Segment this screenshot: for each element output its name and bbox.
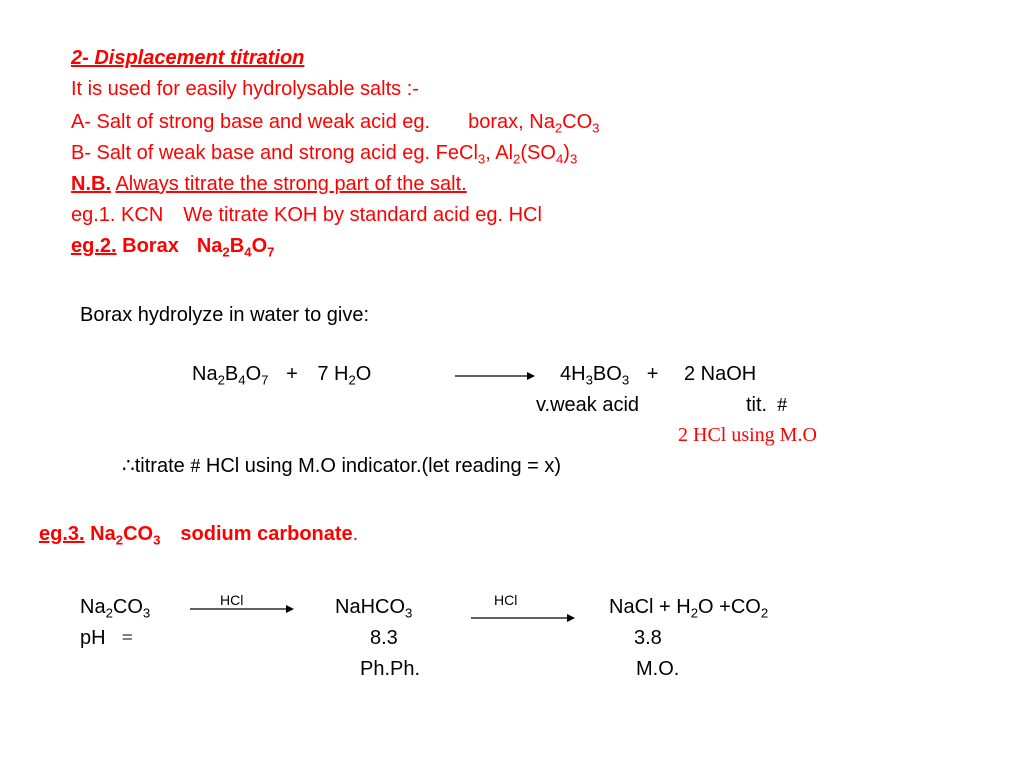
reaction2-products: NaCl + H2O +CO2 xyxy=(609,596,769,621)
ph-value-1: 8.3 xyxy=(370,627,398,649)
reaction1-arrow-icon xyxy=(455,370,535,382)
hcl-using-label: 2 HCl using M.O xyxy=(678,424,817,446)
indicator-2: M.O. xyxy=(636,658,680,680)
ph-label: pH= xyxy=(80,627,133,649)
therefore-icon: ∴ xyxy=(122,455,135,477)
eg3-label: eg.3. xyxy=(39,523,85,545)
reaction1-right: 4H3BO3 + 2 NaOH xyxy=(560,363,757,388)
weak-acid-label: v.weak acid xyxy=(536,394,640,416)
reaction2-arrow1-icon xyxy=(190,603,294,615)
ph-value-2: 3.8 xyxy=(634,627,662,649)
line-a: A- Salt of strong base and weak acid eg.… xyxy=(71,111,600,136)
tit-label: tit.# xyxy=(746,394,788,416)
indicator-1: Ph.Ph. xyxy=(360,658,421,680)
arrow1-label: HCl xyxy=(220,592,244,608)
line-a-example: borax, Na2CO3 xyxy=(468,111,600,136)
eg2-label: eg.2. xyxy=(71,235,117,257)
line-b: B- Salt of weak base and strong acid eg.… xyxy=(71,142,578,167)
nb-text: Always titrate the strong part of the sa… xyxy=(115,173,467,195)
section-heading: 2- Displacement titration xyxy=(71,47,305,69)
therefore-line: ∴titrate # HCl using M.O indicator.(let … xyxy=(122,455,562,477)
borax-intro: Borax hydrolyze in water to give: xyxy=(80,304,370,326)
reaction2-intermediate: NaHCO3 xyxy=(335,596,413,621)
reaction1-left: Na2B4O7 + 7 H2O xyxy=(192,363,372,388)
line-a-prefix: A- Salt of strong base and weak acid eg. xyxy=(71,111,431,133)
nb-label: N.B. xyxy=(71,173,111,195)
borax-formula: Na2B4O7 xyxy=(196,235,275,260)
reaction2-arrow2-icon xyxy=(471,612,575,624)
arrow2-label: HCl xyxy=(494,592,518,608)
intro-line: It is used for easily hydrolysable salts… xyxy=(71,78,419,100)
nb-line: N.B. Always titrate the strong part of t… xyxy=(71,173,467,196)
reaction2-reactant: Na2CO3 xyxy=(80,596,151,621)
